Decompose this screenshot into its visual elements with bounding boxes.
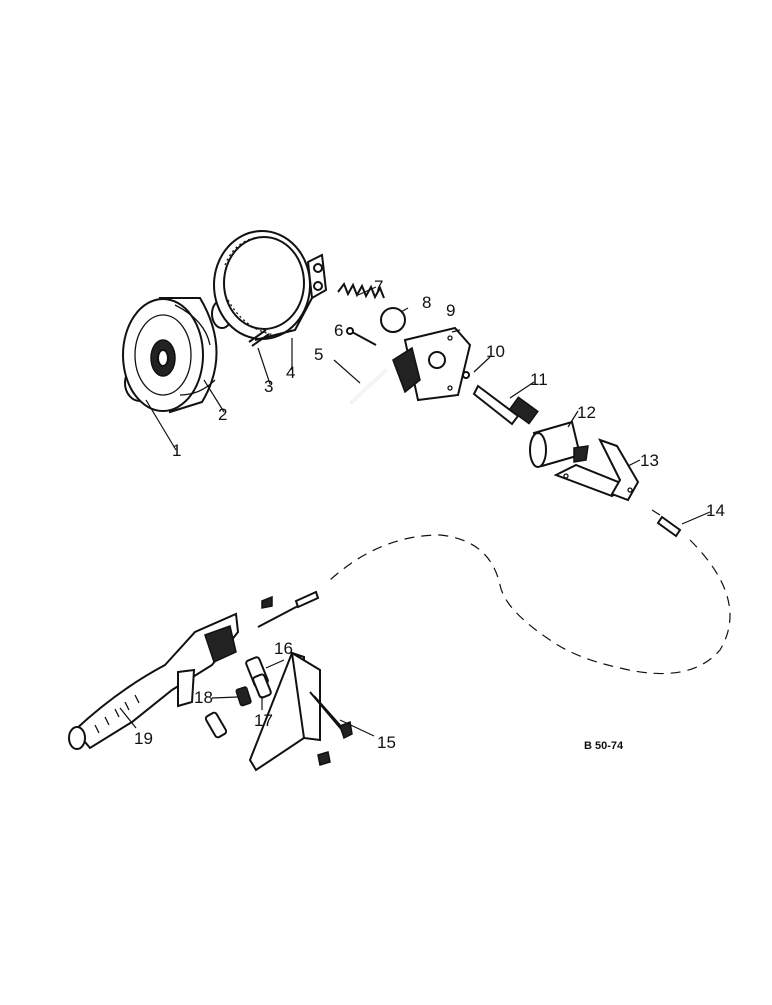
part-pin-18 xyxy=(235,686,252,707)
callout-2: 2 xyxy=(218,405,227,424)
part-cylinder xyxy=(529,420,589,468)
part-ring xyxy=(380,307,406,333)
part-triangle-bracket xyxy=(248,651,353,772)
part-actuator-bracket xyxy=(392,326,472,402)
part-brake-band xyxy=(213,230,328,341)
callout-15: 15 xyxy=(377,733,396,752)
callout-19: 19 xyxy=(134,729,153,748)
callout-10: 10 xyxy=(486,342,505,361)
callout-6: 6 xyxy=(334,321,343,340)
part-washer xyxy=(462,371,470,379)
callout-17: 17 xyxy=(254,711,273,730)
callout-8: 8 xyxy=(422,293,431,312)
part-shaft xyxy=(472,384,539,426)
callout-13: 13 xyxy=(640,451,659,470)
callout-12: 12 xyxy=(577,403,596,422)
callout-18: 18 xyxy=(194,688,213,707)
callout-1: 1 xyxy=(172,441,181,460)
part-screw-a xyxy=(261,595,273,609)
part-cable xyxy=(257,509,731,675)
part-long-pin xyxy=(350,369,387,404)
part-pin xyxy=(248,329,270,347)
drawing-reference-code: B 50-74 xyxy=(584,740,624,752)
callout-16: 16 xyxy=(274,639,293,658)
callout-4: 4 xyxy=(286,363,295,382)
callout-7: 7 xyxy=(374,277,383,296)
part-pin-17 xyxy=(252,673,272,699)
part-mounting-bracket xyxy=(553,438,640,502)
part-pin-lower xyxy=(204,711,228,739)
part-cotter-pin xyxy=(346,327,377,346)
callout-numbers: 1 2 3 4 5 6 7 8 9 10 11 12 13 14 15 16 1… xyxy=(134,277,725,752)
part-brake-drum xyxy=(122,297,218,414)
callout-3: 3 xyxy=(264,377,273,396)
callout-9: 9 xyxy=(446,301,455,320)
callout-11: 11 xyxy=(530,370,548,389)
part-handle-lever xyxy=(68,612,240,750)
part-spring xyxy=(337,281,385,300)
callout-14: 14 xyxy=(706,501,725,520)
callout-5: 5 xyxy=(314,345,323,364)
leader-lines xyxy=(119,286,711,737)
